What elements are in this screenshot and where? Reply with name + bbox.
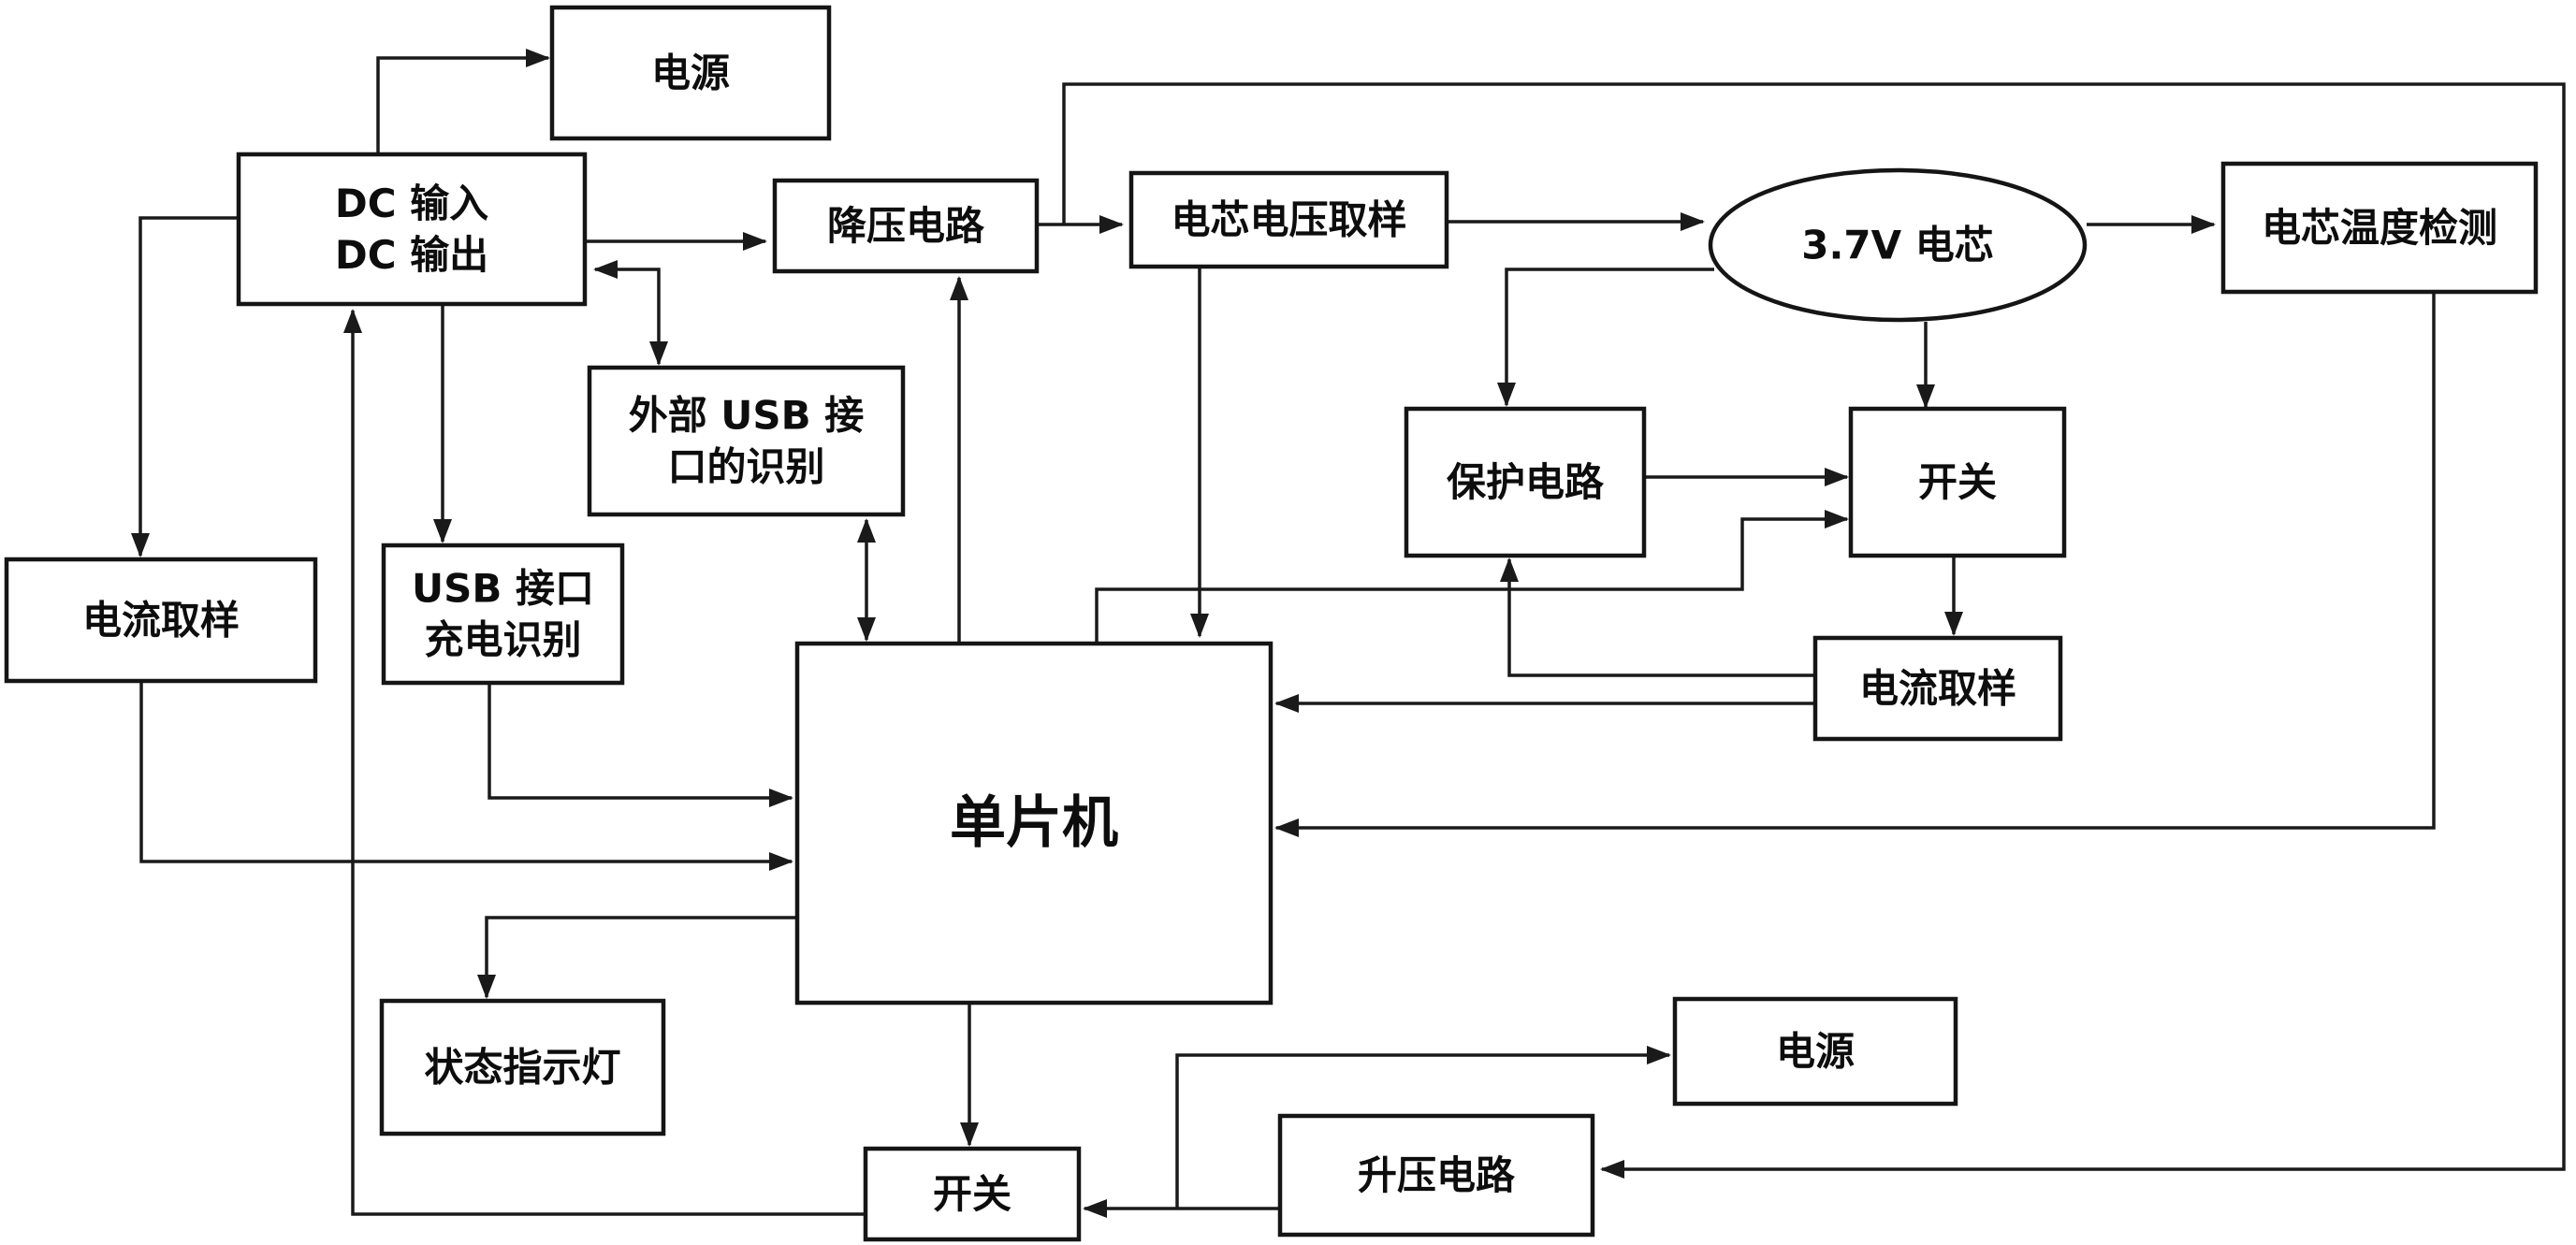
edge-boost-line-to-power-bottom: [1175, 1046, 1671, 1209]
node-boost-circuit: 升压电路: [1277, 1113, 1595, 1238]
buck-circuit-label: 降压电路: [827, 203, 985, 249]
protect-circuit-label: 保护电路: [1447, 459, 1605, 505]
power-bottom-box: [1672, 996, 1958, 1107]
edge-cell-to-protect: [1497, 268, 1714, 407]
edge-bus-top-right-to-boost: [1062, 82, 2566, 1179]
usb-charge-identify-label: USB 接口充电识别: [412, 566, 594, 663]
node-battery-cell: 3.7V 电芯: [1708, 167, 2088, 323]
node-usb-charge-identify: USB 接口充电识别: [381, 543, 625, 686]
edge-temp-to-mcu: [1274, 292, 2436, 837]
ext-usb-identify-box: [587, 365, 906, 517]
node-power-bottom: 电源: [1672, 996, 1958, 1107]
battery-cell-label: 3.7V 电芯: [1801, 223, 1994, 268]
current-sampling-left-label: 电流取样: [82, 598, 240, 644]
switch-right-label: 开关: [1918, 459, 1997, 505]
edge-mcu-to-status-led: [477, 916, 797, 999]
battery-cell-box: [1708, 167, 2088, 323]
ext-usb-identify-label: 外部 USB 接口的识别: [629, 393, 865, 490]
edge-switch-bottom-to-dc: [343, 309, 866, 1216]
edge-dc-ext-usb-bidir: [593, 260, 668, 366]
current-sampling-right-label: 电流取样: [1859, 666, 2016, 712]
protect-circuit-box: [1404, 406, 1647, 558]
switch-right-box: [1848, 406, 2067, 558]
edge-dc-to-cur-left: [131, 216, 239, 557]
node-current-sampling-right: 电流取样: [1812, 635, 2063, 742]
edge-dc-to-power-top: [376, 49, 550, 157]
switch-bottom-label: 开关: [933, 1171, 1011, 1217]
power-top-box: [549, 5, 832, 141]
cell-voltage-sampling-box: [1128, 170, 1449, 269]
mcu-box: [794, 641, 1273, 1006]
node-status-led: 状态指示灯: [379, 998, 666, 1136]
node-cell-temp-detect: 电芯温度检测: [2220, 161, 2539, 295]
node-buck-circuit: 降压电路: [772, 178, 1040, 274]
edge-usb-charge-to-mcu: [488, 685, 793, 807]
node-protect-circuit: 保护电路: [1404, 406, 1647, 558]
dc-in-out-box: [236, 152, 588, 307]
cell-temp-detect-box: [2220, 161, 2539, 295]
node-power-top: 电源: [549, 5, 832, 141]
edge-mcu-to-switch-right: [1095, 510, 1849, 644]
node-ext-usb-identify: 外部 USB 接口的识别: [587, 365, 906, 517]
power-bottom-label: 电源: [1776, 1029, 1855, 1075]
node-switch-bottom: 开关: [863, 1146, 1082, 1242]
current-sampling-right-box: [1812, 635, 2063, 742]
usb-charge-identify-box: [381, 543, 625, 686]
node-mcu: 单片机: [794, 641, 1273, 1006]
cell-temp-detect-label: 电芯温度检测: [2262, 205, 2497, 251]
switch-bottom-box: [863, 1146, 1082, 1242]
cell-voltage-sampling-label: 电芯电压取样: [1171, 197, 1406, 243]
status-led-box: [379, 998, 666, 1136]
edge-cur-right-to-protect: [1500, 557, 1813, 677]
mcu-label: 单片机: [950, 790, 1118, 856]
node-switch-right: 开关: [1848, 406, 2067, 558]
buck-circuit-box: [772, 178, 1040, 274]
boost-circuit-box: [1277, 1113, 1595, 1238]
edge-cur-left-to-mcu: [139, 683, 793, 871]
status-led-label: 状态指示灯: [424, 1045, 620, 1091]
power-top-label: 电源: [651, 51, 730, 96]
current-sampling-left-box: [4, 557, 318, 684]
boost-circuit-label: 升压电路: [1358, 1152, 1516, 1198]
node-current-sampling-left: 电流取样: [4, 557, 318, 684]
node-cell-voltage-sampling: 电芯电压取样: [1128, 170, 1449, 269]
